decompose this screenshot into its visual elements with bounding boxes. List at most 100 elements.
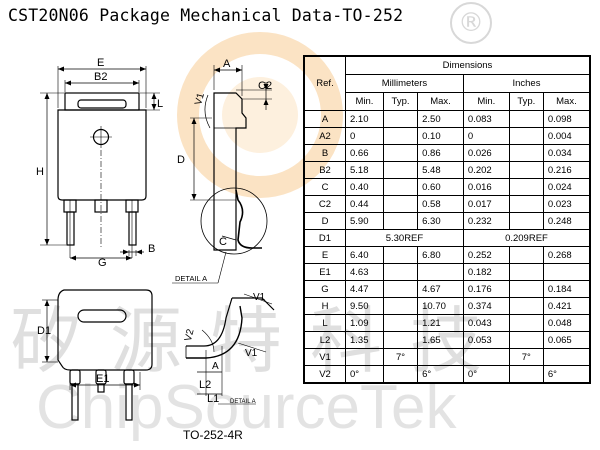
- mm-min-header: Min.: [345, 92, 384, 111]
- label-detail-a-small: DETAIL A: [230, 399, 256, 405]
- ref-cell: D1: [303, 229, 346, 247]
- in-value-cell: 0.065: [542, 331, 591, 349]
- in-value-cell: 0.034: [542, 144, 591, 162]
- in-value-cell: 0.026: [462, 144, 510, 162]
- in-value-cell: 0.024: [542, 178, 591, 196]
- mm-value-cell: [382, 365, 419, 384]
- mm-value-cell: 0.44: [345, 195, 384, 213]
- in-span-cell: 0.209REF: [462, 229, 591, 247]
- mm-value-cell: 1.65: [417, 331, 464, 349]
- mm-value-cell: 10.70: [417, 297, 464, 315]
- in-value-cell: [508, 263, 544, 281]
- in-value-cell: [508, 161, 544, 179]
- mm-value-cell: 4.47: [345, 280, 384, 298]
- mm-value-cell: [382, 297, 419, 315]
- ref-cell: B2: [303, 161, 346, 179]
- label-H: H: [36, 166, 44, 178]
- mm-value-cell: 5.48: [417, 161, 464, 179]
- mechanical-drawing: E B2 L H B G A C2 V1 D C DETAIL: [36, 57, 275, 421]
- mm-value-cell: [382, 127, 419, 145]
- mm-value-cell: 1.35: [345, 331, 384, 349]
- ref-cell: E: [303, 246, 346, 264]
- ref-cell: V1: [303, 348, 346, 366]
- mm-value-cell: 5.90: [345, 212, 384, 230]
- mm-value-cell: [417, 348, 464, 366]
- label-A-small: A: [212, 361, 219, 372]
- mm-span-cell: 5.30REF: [345, 229, 464, 247]
- millimeters-header: Millimeters: [345, 74, 464, 93]
- dimensions-header: Dimensions: [345, 55, 591, 75]
- mm-value-cell: 5.18: [345, 161, 384, 179]
- in-value-cell: [508, 331, 544, 349]
- in-value-cell: 0.268: [542, 246, 591, 264]
- ref-cell: C2: [303, 195, 346, 213]
- mm-value-cell: 1.09: [345, 314, 384, 332]
- mm-value-cell: [382, 314, 419, 332]
- label-E1: E1: [96, 373, 109, 385]
- in-value-cell: 6°: [542, 365, 591, 384]
- mm-value-cell: 0.40: [345, 178, 384, 196]
- mm-value-cell: 7°: [382, 348, 419, 366]
- label-B: B: [148, 243, 155, 255]
- mm-value-cell: [382, 110, 419, 128]
- in-value-cell: 0.182: [462, 263, 510, 281]
- top-view: [40, 66, 160, 259]
- in-value-cell: [508, 178, 544, 196]
- label-D: D: [177, 154, 185, 166]
- in-value-cell: 0.023: [542, 195, 591, 213]
- mm-value-cell: 2.10: [345, 110, 384, 128]
- in-value-cell: 0.016: [462, 178, 510, 196]
- ref-cell: D: [303, 212, 346, 230]
- mm-value-cell: [382, 161, 419, 179]
- bottom-view: [42, 289, 153, 421]
- mm-value-cell: [382, 195, 419, 213]
- mm-value-cell: 2.50: [417, 110, 464, 128]
- in-value-cell: 0: [462, 127, 510, 145]
- in-value-cell: [508, 212, 544, 230]
- mm-value-cell: 4.63: [345, 263, 384, 281]
- mm-value-cell: 0.86: [417, 144, 464, 162]
- mm-value-cell: 6°: [417, 365, 464, 384]
- in-value-cell: [508, 144, 544, 162]
- top-view-arrows: [44, 66, 157, 261]
- label-V1-detail-top: V1: [253, 292, 266, 303]
- dimensions-table: Ref. Dimensions Millimeters Inches Min. …: [303, 55, 591, 384]
- page-title: CST20N06 Package Mechanical Data-TO-252: [8, 6, 404, 25]
- in-value-cell: [462, 348, 510, 366]
- in-value-cell: [542, 348, 591, 366]
- side-view: [172, 65, 272, 284]
- in-value-cell: [508, 365, 544, 384]
- mm-value-cell: [382, 178, 419, 196]
- in-value-cell: [508, 195, 544, 213]
- ref-cell: V2: [303, 365, 346, 384]
- in-value-cell: 0.216: [542, 161, 591, 179]
- label-L1: L1: [207, 393, 219, 405]
- in-value-cell: 0.048: [542, 314, 591, 332]
- mm-value-cell: 0.60: [417, 178, 464, 196]
- in-value-cell: [508, 314, 544, 332]
- in-min-header: Min.: [462, 92, 510, 111]
- in-value-cell: 0.043: [462, 314, 510, 332]
- mm-value-cell: 0.66: [345, 144, 384, 162]
- label-V1-top: V1: [193, 91, 207, 106]
- mm-value-cell: 6.40: [345, 246, 384, 264]
- in-value-cell: 0.202: [462, 161, 510, 179]
- in-value-cell: 7°: [508, 348, 544, 366]
- mm-value-cell: [382, 331, 419, 349]
- label-V1-detail-bottom: V1: [245, 348, 258, 359]
- in-value-cell: 0.248: [542, 212, 591, 230]
- mm-value-cell: [382, 212, 419, 230]
- ref-cell: L: [303, 314, 346, 332]
- in-value-cell: 0.232: [462, 212, 510, 230]
- label-L: L: [157, 98, 163, 110]
